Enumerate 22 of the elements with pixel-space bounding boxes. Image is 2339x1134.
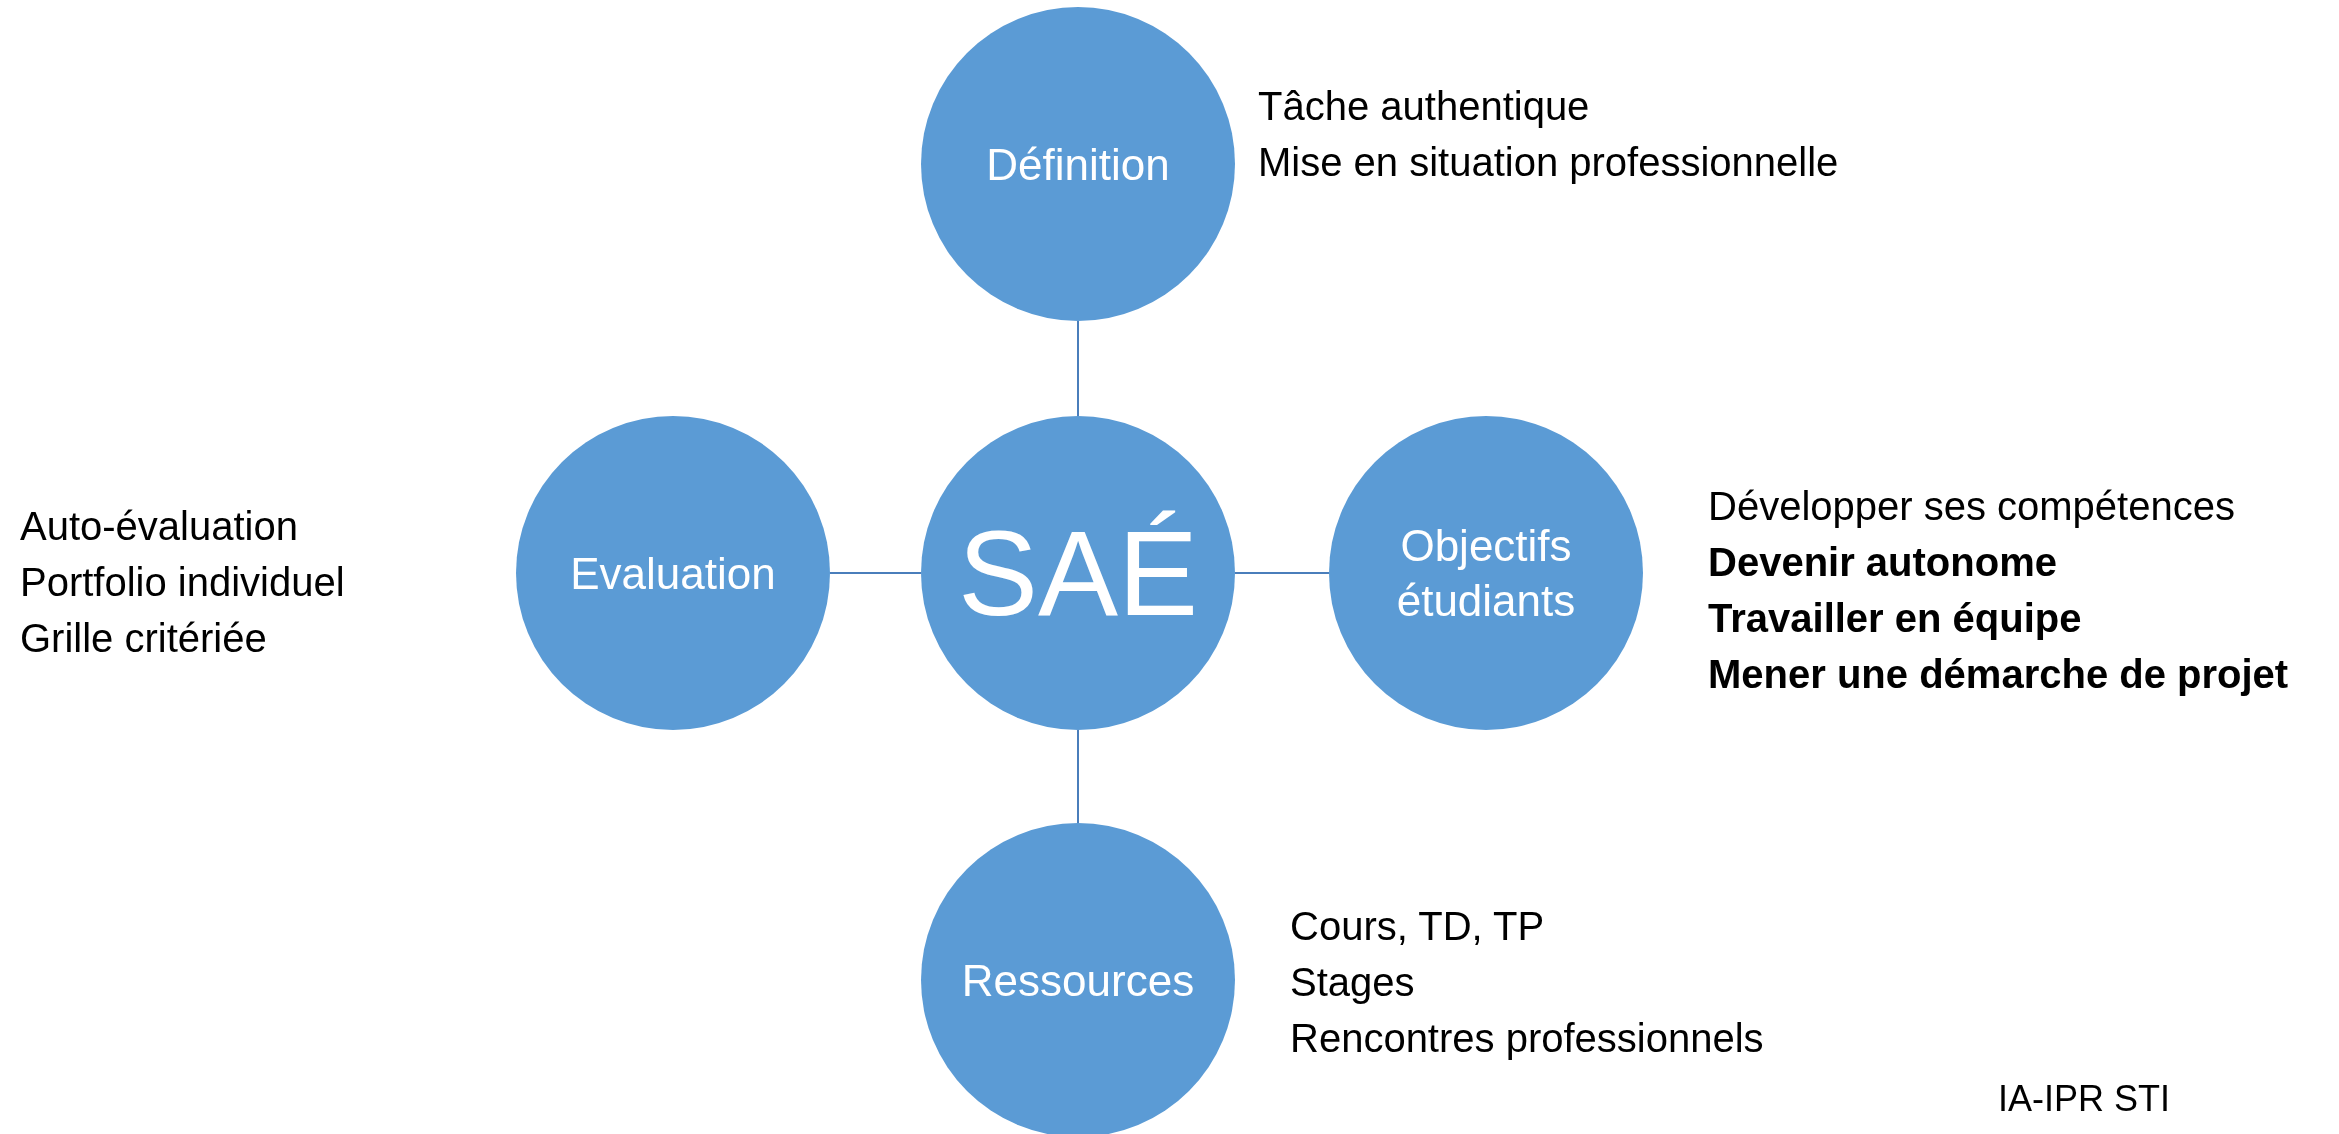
bullet-text: Portfolio individuel xyxy=(20,559,345,606)
circle-label: SAÉ xyxy=(956,505,1200,642)
bullet-text: Tâche authentique xyxy=(1258,83,1591,130)
bullet-text: Mise en situation professionnelle xyxy=(1258,139,1839,186)
connector-line xyxy=(1234,572,1330,574)
bullet-text: Grille critériée xyxy=(20,615,268,662)
bullet-text: Travailler en équipe xyxy=(1708,595,2083,642)
bullet-text: Rencontres professionnels xyxy=(1290,1015,1764,1062)
bullet-text: Cours, TD, TP xyxy=(1290,903,1546,950)
connector-line xyxy=(1077,320,1079,417)
bullet-text: Auto-évaluation xyxy=(20,503,299,550)
circle-label: Définition xyxy=(985,138,1171,191)
bullet-text: Devenir autonome xyxy=(1708,539,2058,586)
connector-line xyxy=(829,572,922,574)
circle-label: Evaluation xyxy=(569,547,777,600)
circle-label: Ressources xyxy=(960,954,1196,1007)
circle-label: Objectifs étudiants xyxy=(1395,520,1577,627)
bullet-text: Développer ses compétences xyxy=(1708,483,2236,530)
bullet-text: Stages xyxy=(1290,959,1416,1006)
author-note: IA-IPR STI xyxy=(1998,1077,2171,1121)
bullet-text: Mener une démarche de projet xyxy=(1708,651,2289,698)
connector-line xyxy=(1077,729,1079,824)
